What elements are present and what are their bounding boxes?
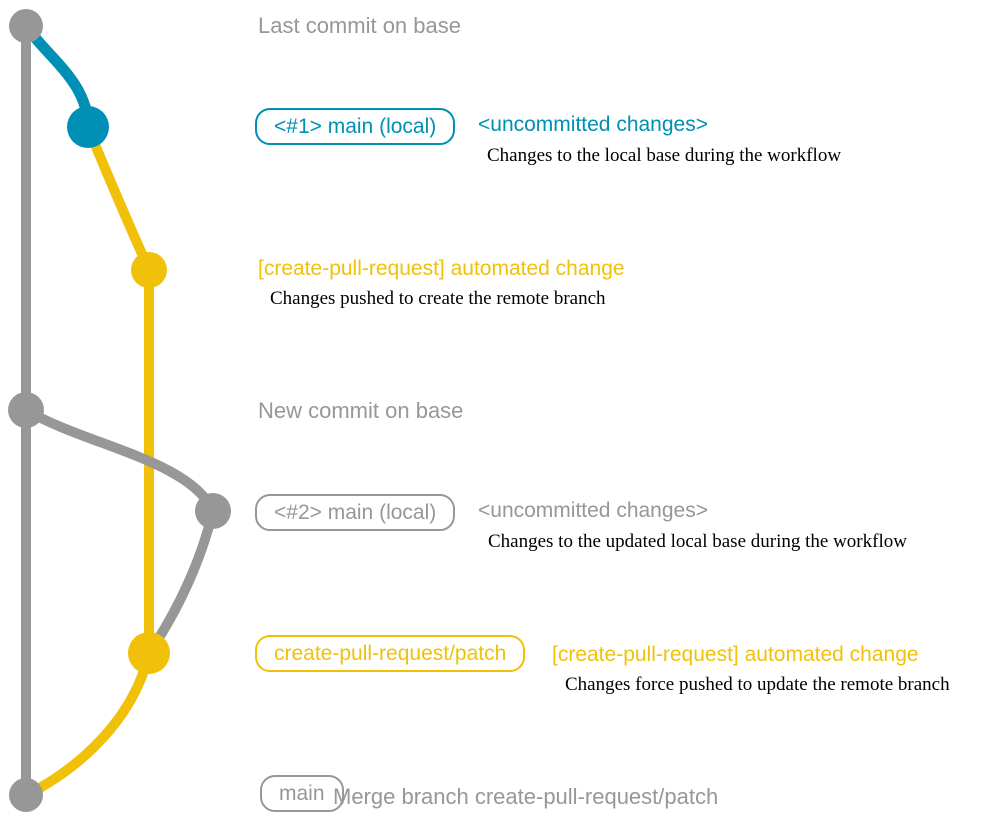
commit-message-automated-1: [create-pull-request] automated change bbox=[258, 257, 625, 280]
branch-rebase-path bbox=[21, 405, 219, 658]
commit-dot-push-2 bbox=[128, 632, 170, 674]
commit-message-uncommitted-2: <uncommitted changes> bbox=[478, 499, 708, 522]
commit-dot-push-1 bbox=[131, 252, 167, 288]
commit-dot-merge bbox=[9, 778, 43, 812]
branch-badge-create-pull-request-patch: create-pull-request/patch bbox=[255, 635, 526, 672]
branch-patch-path bbox=[22, 122, 154, 800]
branch-badge-main-local-2: <#2> main (local) bbox=[255, 494, 456, 531]
commit-dot-last-base bbox=[9, 9, 43, 43]
commit-note-uncommitted-2: Changes to the updated local base during… bbox=[488, 531, 907, 552]
label-new-commit-on-base: New commit on base bbox=[258, 398, 464, 423]
branch-badge-main: main bbox=[260, 775, 344, 812]
commit-note-uncommitted-1: Changes to the local base during the wor… bbox=[487, 145, 842, 166]
commit-dot-new-base bbox=[8, 392, 44, 428]
commit-message-merge: Merge branch create-pull-request/patch bbox=[333, 784, 719, 809]
label-last-commit-on-base: Last commit on base bbox=[258, 13, 461, 38]
commit-note-automated-2: Changes force pushed to update the remot… bbox=[565, 674, 950, 695]
commit-note-automated-1: Changes pushed to create the remote bran… bbox=[270, 288, 606, 309]
branch-badge-main-local-1: <#1> main (local) bbox=[255, 108, 456, 145]
commit-dot-main-local-1 bbox=[67, 106, 109, 148]
commit-message-uncommitted-1: <uncommitted changes> bbox=[478, 113, 708, 136]
commit-message-automated-2: [create-pull-request] automated change bbox=[552, 643, 919, 666]
commit-dot-main-local-2 bbox=[195, 493, 231, 529]
